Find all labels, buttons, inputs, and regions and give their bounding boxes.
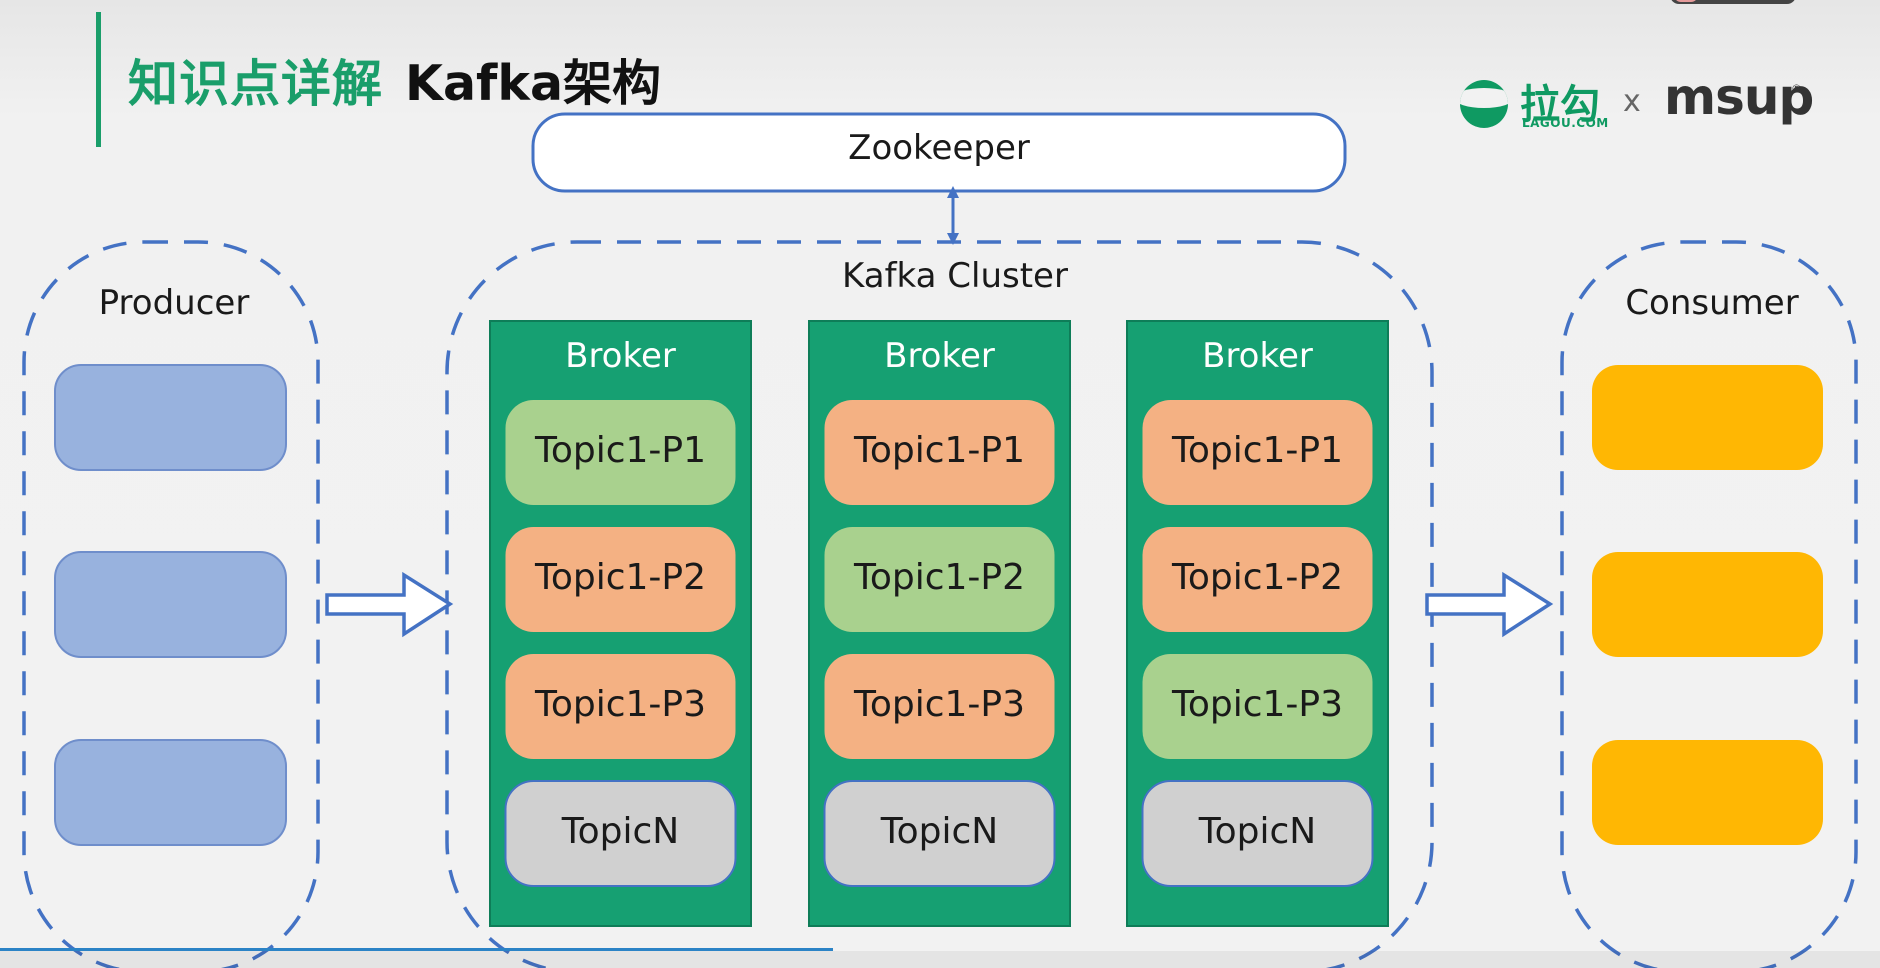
topic-partition-box (1142, 400, 1373, 505)
topic-partition-box (824, 654, 1055, 759)
overlay-indicator (1670, 0, 1796, 4)
broker-label: Broker (565, 336, 676, 376)
topic-partition-label: Topic1-P1 (1171, 430, 1344, 471)
kafka-cluster-label: Kafka Cluster (842, 256, 1068, 296)
page-section-title: 知识点详解 (128, 55, 383, 113)
broker-label: Broker (1202, 336, 1313, 376)
topic-partition-label: Topic1-P1 (853, 430, 1026, 471)
topic-partition-box (1141, 780, 1374, 887)
cluster-to-consumer-arrow-icon (1425, 571, 1554, 638)
footer-shadow (0, 951, 1880, 968)
topic-partition-label: Topic1-P2 (534, 557, 707, 598)
producer-node (54, 739, 287, 846)
title-accent-bar (96, 12, 101, 147)
msup-logo-text: msup (1664, 68, 1814, 126)
producer-node (54, 364, 287, 471)
topic-partition-label: Topic1-P3 (534, 684, 707, 725)
topic-partition-box (505, 400, 736, 505)
topic-partition-box (824, 527, 1055, 632)
lagou-logo-text: 拉勾 (1520, 82, 1600, 128)
topic-partition-label: Topic1-P3 (853, 684, 1026, 725)
topic-partition-box (1142, 527, 1373, 632)
topic-partition-box (504, 780, 737, 887)
topic-partition-label: Topic1-P3 (1171, 684, 1344, 725)
lagou-logo-subtext: LAGOU.COM (1522, 116, 1609, 130)
consumer-node (1592, 365, 1823, 470)
zookeeper-label: Zookeeper (848, 128, 1030, 168)
producer-group (22, 240, 320, 968)
lagou-logo-icon (1460, 80, 1508, 128)
topic-partition-box (823, 780, 1056, 887)
topic-partition-box (505, 654, 736, 759)
producer-label: Producer (98, 283, 250, 323)
connector-arrow-down-icon (947, 233, 959, 245)
topic-partition-label: Topic1-P2 (853, 557, 1026, 598)
page-title: Kafka架构 (405, 55, 662, 112)
topic-partition-box (824, 400, 1055, 505)
topic-partition-label: Topic1-P1 (534, 430, 707, 471)
topic-partition-label: TopicN (561, 811, 680, 852)
consumer-node (1592, 552, 1823, 657)
overlay-indicator-dot (1674, 0, 1698, 2)
topic-partition-label: Topic1-P2 (1171, 557, 1344, 598)
broker-label: Broker (884, 336, 995, 376)
topic-partition-box (505, 527, 736, 632)
topic-partition-label: TopicN (1198, 811, 1317, 852)
topic-partition-box (1142, 654, 1373, 759)
consumer-node (1592, 740, 1823, 845)
logo-separator: x (1623, 84, 1641, 119)
producer-node (54, 551, 287, 658)
registered-mark: ® (1791, 82, 1802, 95)
consumer-group (1560, 240, 1858, 968)
producer-to-cluster-arrow-icon (325, 571, 454, 638)
zookeeper-box (531, 112, 1347, 193)
topic-partition-label: TopicN (880, 811, 999, 852)
consumer-label: Consumer (1625, 283, 1799, 323)
progress-line (0, 948, 833, 951)
connector-arrow-up-icon (947, 186, 959, 198)
